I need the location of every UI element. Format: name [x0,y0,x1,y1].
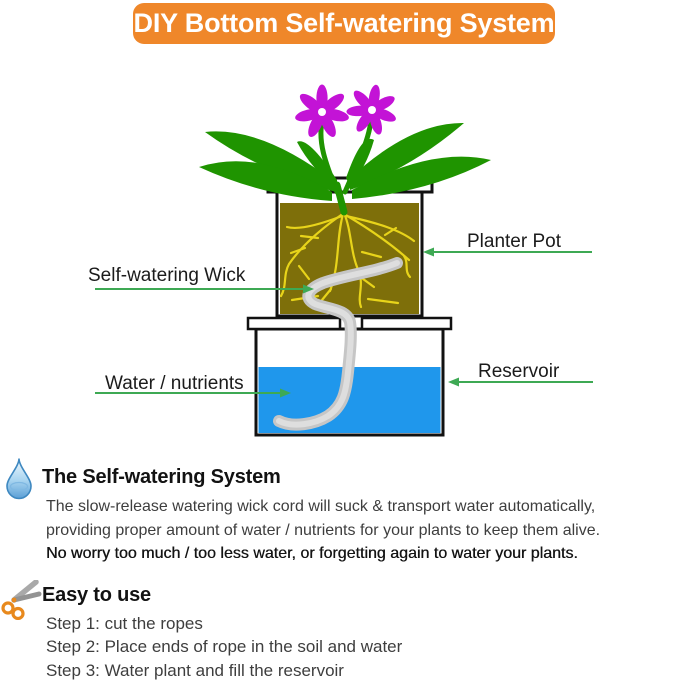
usage-section-heading: Easy to use [42,584,151,606]
plant [199,84,491,216]
reservoir-lid-left [246,316,342,331]
system-line-2: providing proper amount of water / nutri… [46,521,601,539]
self-watering-diagram: Planter Pot Self-watering Wick Water / n… [88,84,593,437]
arrowhead-water [280,388,291,398]
usage-steps: Step 1: cut the ropes Step 2: Place ends… [46,612,666,682]
planter-pot [266,176,434,318]
label-reservoir: Reservoir [478,361,560,382]
label-self-watering-wick: Self-watering Wick [88,265,246,286]
step-1: Step 1: cut the ropes [46,614,203,633]
wick-cord [273,257,403,431]
system-section-heading: The Self-watering System [42,466,281,488]
label-water-nutrients: Water / nutrients [105,373,244,394]
title-banner: DIY Bottom Self-watering System [133,3,555,44]
arrowhead-wick [303,284,314,294]
system-line-3: No worry too much / too less water, or f… [46,545,578,562]
flower-left [295,84,349,138]
system-section-body: The slow-release watering wick cord will… [46,495,671,566]
arrowhead-reservoir [448,377,459,387]
plant-leaves [199,122,491,201]
system-line-1: The slow-release watering wick cord will… [46,498,596,515]
diagram-labels: Planter Pot Self-watering Wick Water / n… [88,231,593,398]
page-title: DIY Bottom Self-watering System [133,8,555,38]
water-drop-icon [6,458,32,500]
step-3: Step 3: Water plant and fill the reservo… [46,660,344,680]
reservoir-lid-right [360,316,453,331]
arrowhead-planter-pot [423,247,434,257]
flower-right [346,84,396,135]
scissors-icon [1,580,42,620]
label-planter-pot: Planter Pot [467,231,562,252]
roots [279,211,416,309]
step-2: Step 2: Place ends of rope in the soil a… [46,637,403,657]
